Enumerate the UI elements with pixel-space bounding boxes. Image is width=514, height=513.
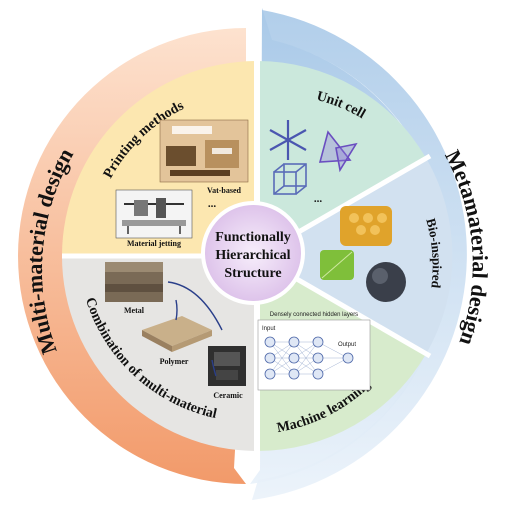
- material-jetting-label: Material jetting: [127, 239, 181, 248]
- ceramic-label: Ceramic: [213, 391, 243, 400]
- nn-header-label: Densely connected hidden layers: [270, 312, 358, 318]
- metal-label: Metal: [124, 306, 145, 315]
- nn-input-label: Input: [262, 326, 276, 332]
- center-line-1: Functionally: [215, 230, 290, 245]
- nn-output-label: Output: [338, 342, 356, 348]
- material-jetting-picture: [116, 190, 192, 238]
- unit-cell-ellipsis: ...: [314, 193, 323, 205]
- printing-ellipsis: ...: [208, 198, 217, 210]
- honeycomb-picture: [340, 206, 392, 246]
- vat-based-picture: [160, 120, 248, 182]
- scale-sphere-picture: [366, 262, 406, 302]
- vat-based-label: Vat-based: [207, 186, 241, 195]
- polymer-label: Polymer: [160, 357, 189, 366]
- metal-picture: [105, 262, 163, 302]
- neural-network-picture: Input Output: [258, 320, 370, 390]
- center-line-2: Hierarchical: [215, 248, 290, 263]
- center-line-3: Structure: [224, 266, 281, 281]
- leaf-picture: [320, 250, 354, 280]
